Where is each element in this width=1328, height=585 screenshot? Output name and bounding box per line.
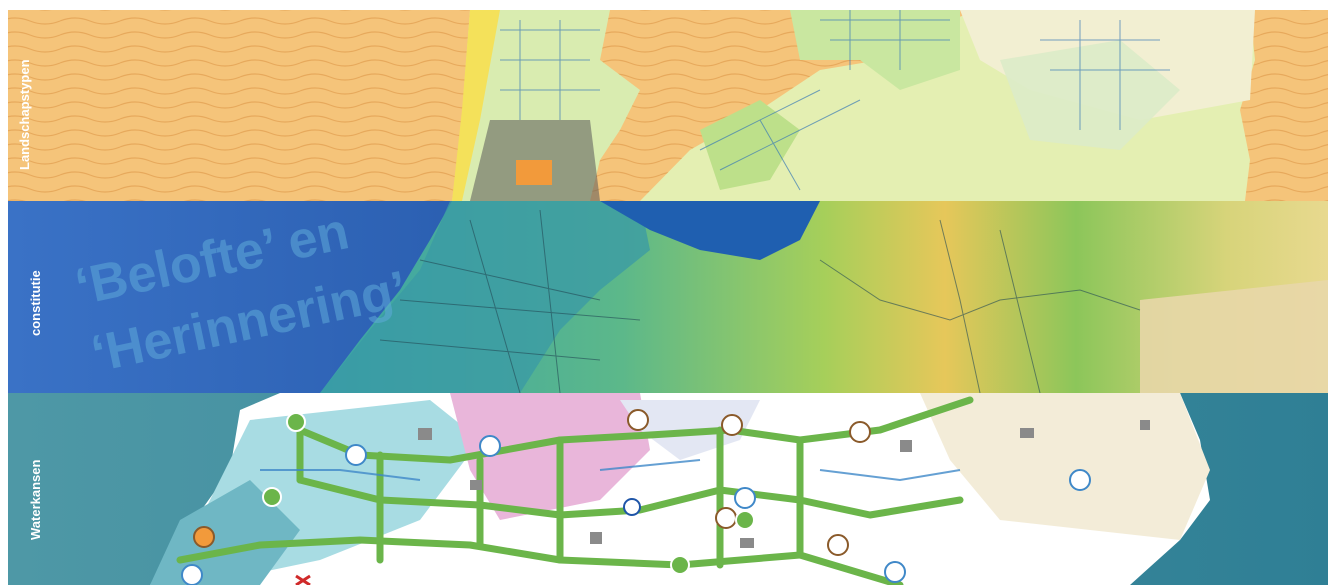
band-label-waterkansen: Waterkansen — [28, 460, 43, 540]
band-label-constitutie: constitutie — [28, 270, 43, 336]
cross-marker-icon — [295, 574, 311, 585]
band-label-landschapstypen: Landschapstypen — [17, 59, 32, 170]
windmill-icon — [623, 498, 641, 516]
band-constitutie: ‘Belofte’ en ‘Herinnering’ — [8, 201, 1328, 394]
band-waterkansen — [8, 393, 1328, 585]
band-landschapstypen — [8, 10, 1328, 201]
water-drop-icon — [181, 435, 1091, 585]
wind-turbine-icon — [193, 409, 871, 556]
fish-icon — [262, 412, 755, 575]
band-labels: Landschapstypen constitutie Waterkansen — [17, 59, 43, 540]
